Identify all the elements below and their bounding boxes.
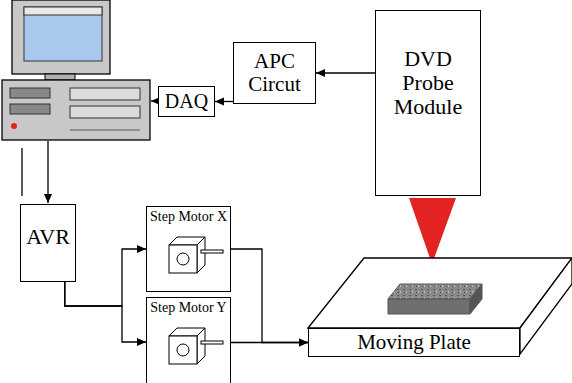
plate-front: Moving Plate xyxy=(308,328,520,357)
node-label: Step Motor X xyxy=(150,209,227,224)
frame-line xyxy=(21,148,22,196)
motor-box: Step Motor Y xyxy=(146,297,231,383)
connector-arrow xyxy=(65,249,146,306)
node-label: Step Motor Y xyxy=(150,300,226,315)
circuit-box: APC Circut xyxy=(233,42,316,104)
node-label: DVD Probe Module xyxy=(376,47,480,118)
controller-box: AVR xyxy=(20,204,76,282)
module-box: DAQ xyxy=(158,86,215,117)
node-label: APC Circut xyxy=(234,50,315,95)
laser-beam xyxy=(409,198,456,264)
connector-arrow xyxy=(231,342,308,343)
signal-wire xyxy=(151,100,158,101)
connector-arrow xyxy=(65,282,146,342)
signal-wire xyxy=(47,141,48,203)
sample-block xyxy=(388,284,482,314)
probe-box: DVD Probe Module xyxy=(375,10,481,196)
connector-arrow xyxy=(231,249,308,343)
node-label: Moving Plate xyxy=(357,331,471,354)
node-label: AVR xyxy=(26,225,70,249)
node-label: DAQ xyxy=(165,91,208,113)
computer-icon xyxy=(2,0,150,140)
connector-arrow xyxy=(215,101,233,102)
connector-arrow xyxy=(316,72,375,73)
motor-box: Step Motor X xyxy=(146,206,231,292)
